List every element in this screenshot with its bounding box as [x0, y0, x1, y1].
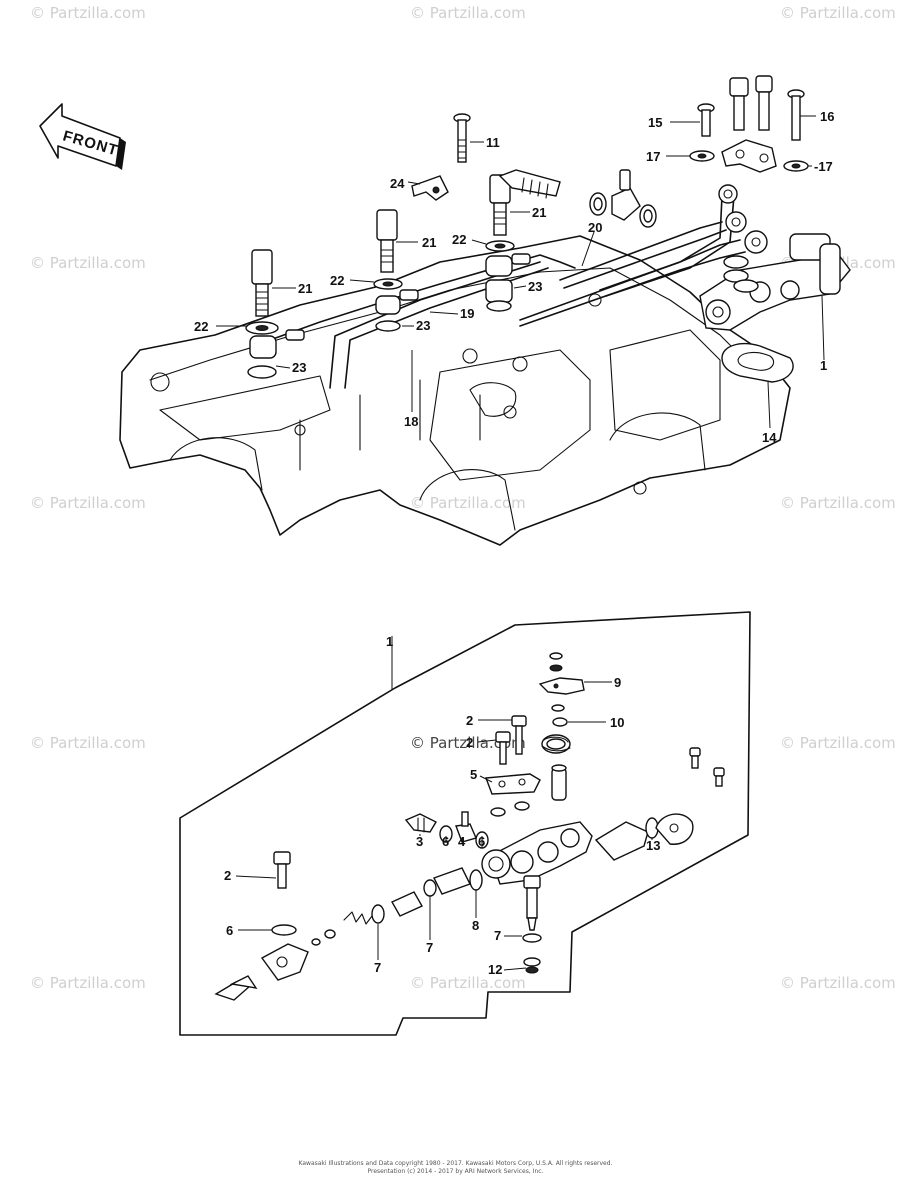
callout: 18	[404, 414, 418, 429]
callout: 7	[494, 928, 501, 943]
leader-lines-upper	[216, 115, 825, 429]
callout: 17	[646, 149, 660, 164]
leader-lines-lower	[235, 636, 653, 971]
callout: 23	[292, 360, 306, 375]
callout: 23	[528, 279, 542, 294]
callout: 19	[460, 306, 474, 321]
callout: -17	[814, 159, 833, 174]
callout: 1	[386, 634, 393, 649]
watermark: © Partzilla.com	[410, 494, 526, 512]
callout: 3	[416, 834, 423, 849]
watermark: © Partzilla.com	[410, 974, 526, 992]
callout: 10	[610, 715, 624, 730]
callout: 4	[458, 834, 466, 849]
watermark: © Partzilla.com	[780, 4, 896, 22]
watermark: © Partzilla.com	[780, 494, 896, 512]
callout: 6	[226, 923, 233, 938]
front-arrow: FRONT	[39, 103, 126, 170]
oil-pump-exploded-view	[179, 611, 751, 1036]
watermark: © Partzilla.com	[30, 254, 146, 272]
callout: 16	[820, 109, 834, 124]
callout: 24	[390, 176, 405, 191]
callout: 21	[532, 205, 546, 220]
callout: 5	[470, 767, 477, 782]
watermark: © Partzilla.com	[410, 4, 526, 22]
callout: 2	[224, 868, 231, 883]
bolt	[755, 75, 773, 131]
callout: 9	[614, 675, 621, 690]
copyright-line: Presentation (c) 2014 - 2017 by ARI Netw…	[367, 1168, 544, 1175]
callout: 13	[646, 838, 660, 853]
callout: 21	[422, 235, 436, 250]
callout: 2	[466, 713, 473, 728]
bolt	[729, 77, 749, 131]
callouts-upper: 11 24 21 21 21 22 22 22 20 23 23 23 19 1…	[194, 109, 834, 445]
watermark: © Partzilla.com	[30, 734, 146, 752]
callout: 1	[820, 358, 827, 373]
copyright-line: Kawasaki Illustrations and Data copyrigh…	[298, 1160, 613, 1167]
callout: 6	[478, 834, 485, 849]
callout: 6	[442, 834, 449, 849]
banjo-bolt	[376, 209, 398, 273]
watermark: © Partzilla.com	[30, 494, 146, 512]
watermarks: © Partzilla.com © Partzilla.com © Partzi…	[30, 4, 896, 992]
callout: 23	[416, 318, 430, 333]
callout: 12	[488, 962, 502, 977]
banjo-bolt	[251, 249, 273, 317]
callout: 22	[330, 273, 344, 288]
callout: 14	[762, 430, 777, 445]
callout: 7	[374, 960, 381, 975]
callout: 7	[426, 940, 433, 955]
callout: 2	[466, 735, 473, 750]
front-label: FRONT	[61, 128, 120, 160]
callout: 8	[472, 918, 479, 933]
cylinder-head-assembly	[119, 75, 851, 546]
callout: 21	[298, 281, 312, 296]
watermark: © Partzilla.com	[780, 974, 896, 992]
bolt	[453, 113, 471, 163]
watermark: © Partzilla.com	[780, 734, 896, 752]
callout: 20	[588, 220, 602, 235]
watermark: © Partzilla.com	[30, 974, 146, 992]
callouts-lower: 1 9 10 2 2 5 3 6 4 6 13 2 6 7 7 8 7 12	[224, 634, 660, 977]
bolt	[697, 103, 715, 137]
callout: 22	[452, 232, 466, 247]
callout: 22	[194, 319, 208, 334]
banjo-bolt	[489, 174, 511, 236]
callout: 11	[486, 135, 500, 150]
watermark: © Partzilla.com	[30, 4, 146, 22]
bolt	[787, 89, 805, 141]
callout: 15	[648, 115, 662, 130]
